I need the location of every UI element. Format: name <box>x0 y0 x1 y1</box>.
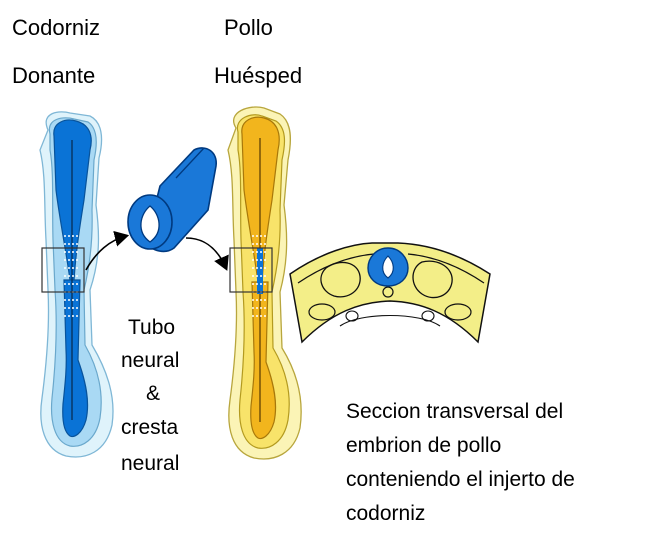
section-right-somite <box>413 261 452 297</box>
quail-embryo <box>40 112 113 457</box>
chick-graft-stripe <box>257 248 263 294</box>
neural-tube-graft <box>128 148 216 251</box>
transverse-section <box>290 243 490 342</box>
arrow-graft-to-host <box>186 238 226 268</box>
section-left-somite <box>321 262 360 296</box>
chick-embryo <box>228 107 301 459</box>
